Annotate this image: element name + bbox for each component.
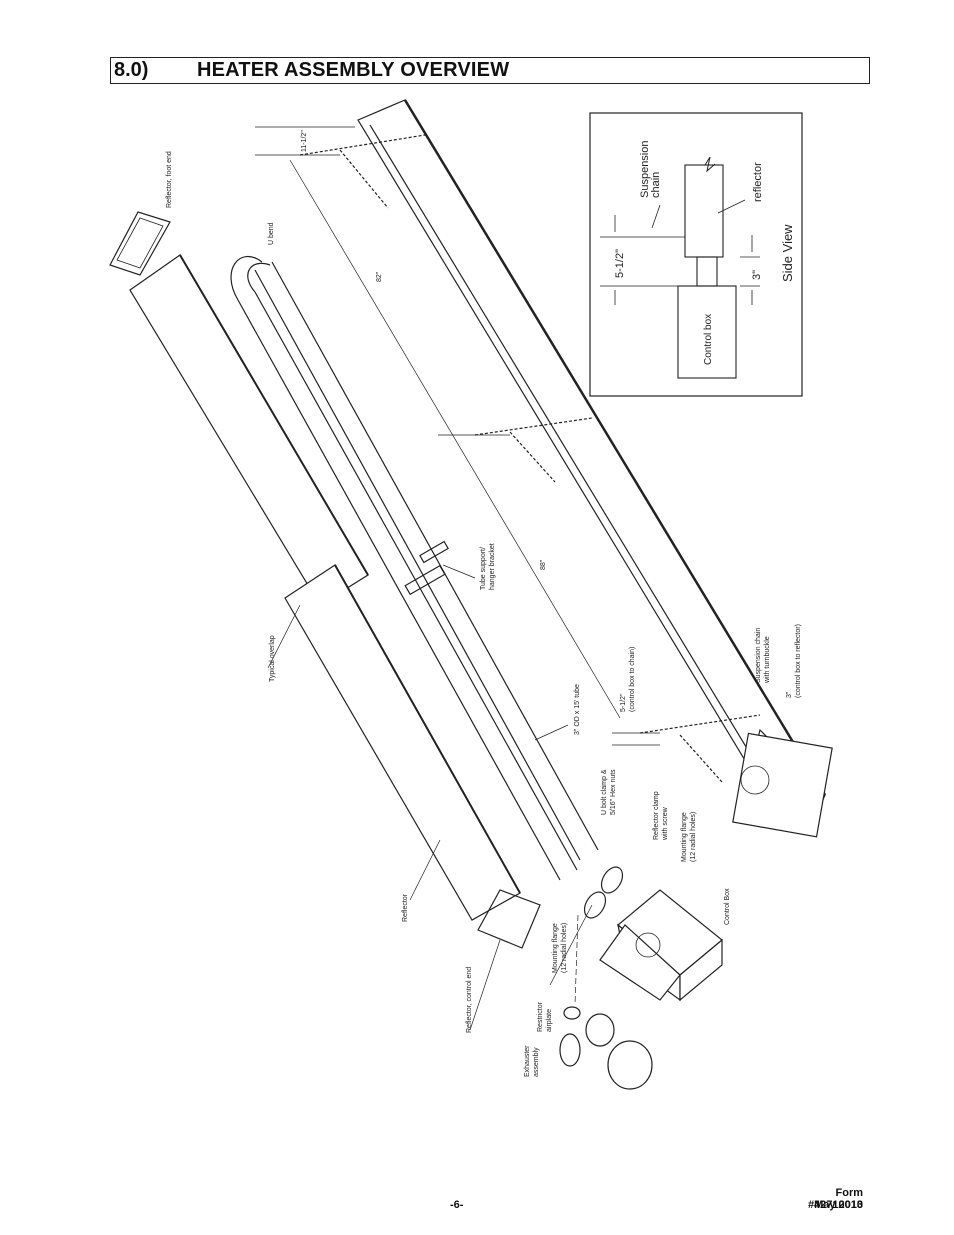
side-label-dim-3: 3" xyxy=(751,270,763,280)
label-dim-3-1: 3" xyxy=(786,691,793,698)
label-reflector: Reflector xyxy=(402,893,409,922)
side-label-suspension-1: Suspension xyxy=(639,141,651,199)
form-number: Form #42710010 xyxy=(807,1187,863,1211)
label-control-box: Control Box xyxy=(724,888,731,925)
reflector-foot-end-plate xyxy=(109,211,171,276)
label-tube-support-1: Tube support/ xyxy=(480,547,487,590)
label-mount-flange-left-1: Mounting flange xyxy=(552,923,559,973)
section-number: 8.0) xyxy=(114,59,149,81)
u-bend xyxy=(230,255,263,301)
label-u-bend: U bend xyxy=(268,222,275,245)
label-restrictor-2: airplate xyxy=(546,1009,553,1032)
label-dim-11-half: 11-1/2" xyxy=(301,130,308,152)
side-label-title: Side View xyxy=(780,224,795,282)
label-reflector-control-end: Reflector, control end xyxy=(466,967,473,1033)
label-dim-5-half-2: (control box to chain) xyxy=(629,647,636,712)
exploded-control-box xyxy=(599,889,723,1002)
label-ubolt-2: 5/16" Hex nuts xyxy=(610,769,617,815)
label-reflector-foot-end: Reflector, foot end xyxy=(166,151,173,208)
label-susp-chain-1: Suspension chain xyxy=(755,628,762,683)
label-ubolt-1: U bolt clamp & xyxy=(601,769,608,815)
side-view-panel xyxy=(589,112,803,397)
label-mount-flange-1: Mounting flange xyxy=(681,812,688,862)
label-mount-flange-left-2: (12 radial holes) xyxy=(561,923,568,973)
side-label-suspension-2: chain xyxy=(650,172,662,198)
label-susp-chain-2: with turnbuckle xyxy=(764,636,771,684)
assembled-control-box xyxy=(732,728,833,838)
mounting-flange-left xyxy=(583,891,607,919)
side-label-dim-5-half: 5-1/2" xyxy=(614,249,626,278)
side-view-control-box xyxy=(677,285,737,379)
suspension-chains xyxy=(299,134,761,783)
control-end-reflector xyxy=(284,564,521,921)
label-typical-overlap: Typical overlap xyxy=(269,635,276,682)
section-title: HEATER ASSEMBLY OVERVIEW xyxy=(197,59,510,81)
label-dim-3-2: (control box to reflector) xyxy=(795,624,802,698)
heat-tubes xyxy=(237,261,599,881)
side-label-control-box: Control box xyxy=(703,314,714,365)
label-refl-clamp-2: with screw xyxy=(662,806,669,841)
label-tube-3od: 3" OD x 15' tube xyxy=(574,684,581,735)
label-dim-82: 82" xyxy=(376,271,383,282)
side-label-reflector: reflector xyxy=(752,162,764,202)
label-refl-clamp-1: Reflector clamp xyxy=(653,791,660,840)
label-dim-88: 88" xyxy=(540,559,547,570)
reflector-control-end-plate xyxy=(477,889,541,949)
label-exhauster-2: assembly xyxy=(533,1047,540,1077)
exhauster xyxy=(559,1006,653,1090)
label-mount-flange-2: (12 radial holes) xyxy=(690,812,697,862)
label-tube-support-2: hanger bracket xyxy=(489,543,496,590)
section-header: 8.0) HEATER ASSEMBLY OVERVIEW xyxy=(110,57,870,84)
page-number: -6- xyxy=(450,1199,464,1211)
label-restrictor-1: Restrictor xyxy=(537,1001,544,1032)
label-exhauster-1: Exhauster xyxy=(524,1045,531,1077)
mounting-flange-right xyxy=(600,866,624,894)
form-date: May 2013 xyxy=(814,1199,863,1211)
label-dim-5-half-1: 5-1/2" xyxy=(620,693,627,712)
